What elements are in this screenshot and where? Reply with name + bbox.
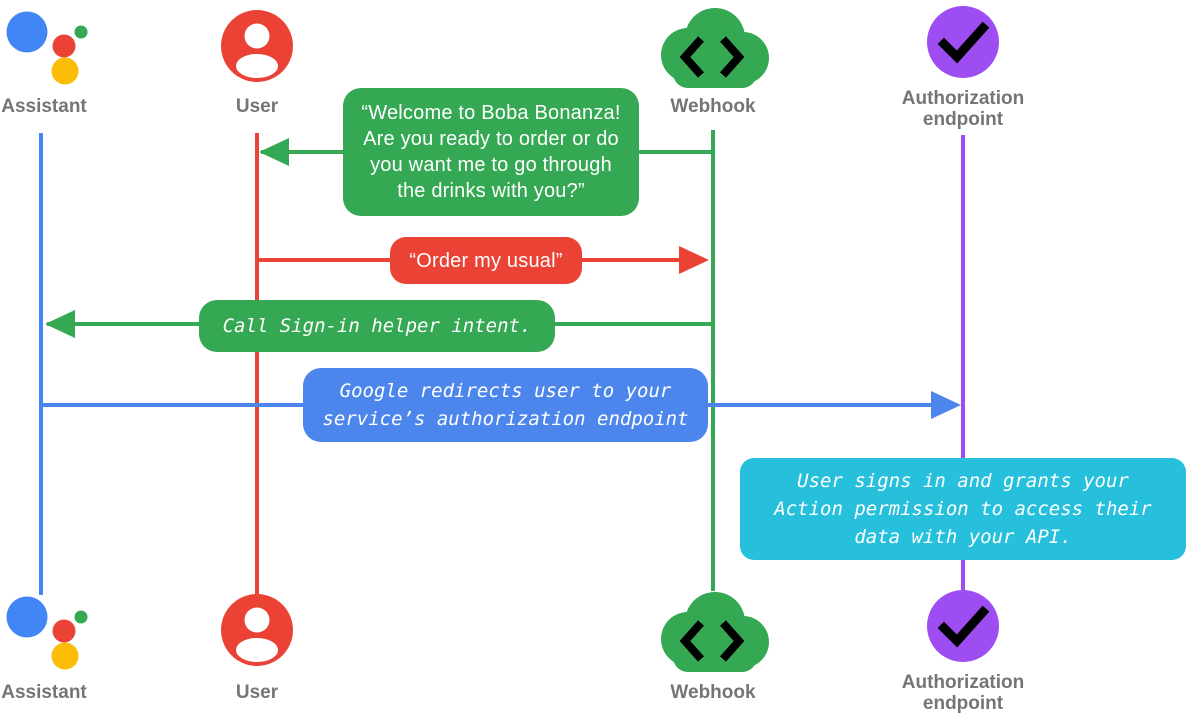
checkmark-circle-icon	[927, 6, 999, 78]
cloud-code-icon	[661, 592, 769, 672]
actor-label-user-top: User	[235, 96, 279, 117]
lifeline-user	[255, 133, 259, 596]
google-assistant-logo-icon	[6, 11, 88, 85]
user-avatar-icon	[221, 594, 293, 666]
arrowhead-left-to-assistant	[45, 310, 75, 338]
actor-label-auth-top: Authorization endpoint	[901, 88, 1025, 130]
checkmark-circle-icon	[927, 590, 999, 662]
message-redirect-text: Google redirects user to your service’s …	[322, 380, 689, 430]
message-welcome-text: “Welcome to Boba Bonanza! Are you ready …	[361, 102, 621, 202]
message-redirect-bubble: Google redirects user to your service’s …	[303, 368, 708, 442]
actor-label-webhook-bottom: Webhook	[670, 682, 756, 703]
lifeline-webhook	[711, 130, 715, 591]
note-user-signs-in: User signs in and grants your Action per…	[740, 458, 1186, 560]
lifeline-assistant	[39, 133, 43, 595]
message-signin-helper-text: Call Sign-in helper intent.	[222, 315, 532, 337]
message-order-text: “Order my usual”	[409, 249, 563, 272]
arrowhead-right-to-webhook	[679, 246, 709, 274]
note-user-signs-in-text: User signs in and grants your Action per…	[774, 470, 1152, 548]
actor-label-auth-bottom: Authorization endpoint	[901, 672, 1025, 714]
user-avatar-icon	[221, 10, 293, 82]
actor-label-assistant-top: Assistant	[1, 96, 87, 117]
lifeline-authorization-endpoint	[961, 135, 965, 592]
actor-label-assistant-bottom: Assistant	[1, 682, 87, 703]
cloud-code-icon	[661, 8, 769, 88]
arrowhead-right-to-auth	[931, 391, 961, 419]
actor-label-user-bottom: User	[235, 682, 279, 703]
message-welcome-bubble: “Welcome to Boba Bonanza! Are you ready …	[343, 88, 639, 216]
google-assistant-logo-icon	[6, 596, 88, 670]
message-signin-helper-bubble: Call Sign-in helper intent.	[199, 300, 555, 352]
message-order-bubble: “Order my usual”	[390, 237, 582, 284]
actor-label-webhook-top: Webhook	[670, 96, 756, 117]
arrowhead-left-to-user	[259, 138, 289, 166]
